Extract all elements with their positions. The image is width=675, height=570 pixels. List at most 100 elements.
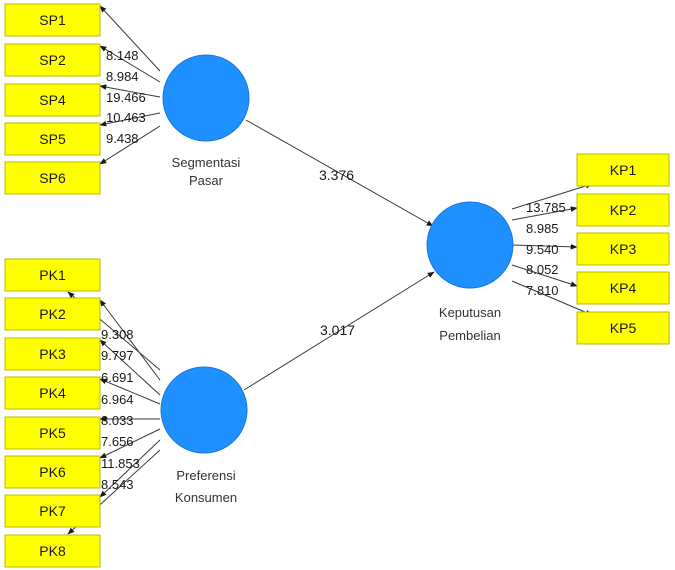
outer-weight-label: 6.964 — [101, 392, 134, 407]
loading-edge — [511, 280, 593, 316]
indicator-box[interactable] — [4, 494, 101, 528]
loading-edge — [99, 125, 161, 165]
indicator-label: KP2 — [610, 202, 637, 218]
indicator-box[interactable] — [4, 376, 101, 410]
indicator-box[interactable] — [4, 122, 101, 156]
indicator-sp4[interactable]: SP4 — [4, 83, 101, 117]
loading-edge — [511, 264, 578, 287]
outer-weight-label: 10.463 — [106, 110, 146, 125]
construct-circle[interactable] — [426, 201, 514, 289]
loading-edge — [99, 112, 161, 127]
indicator-label: KP4 — [610, 280, 637, 296]
loading-edge — [99, 428, 161, 459]
indicator-sp6[interactable]: SP6 — [4, 161, 101, 195]
indicator-box[interactable] — [576, 271, 670, 305]
loading-edge — [99, 84, 161, 98]
indicator-pk8[interactable]: PK8 — [4, 534, 101, 568]
construct-label-line2: Pasar — [189, 173, 224, 188]
construct-label-line1: Segmentasi — [172, 155, 241, 170]
indicator-sp5[interactable]: SP5 — [4, 122, 101, 156]
outer-weight-label: 9.308 — [101, 327, 134, 342]
indicator-label: PK8 — [39, 543, 66, 559]
edges-segmentasi — [99, 5, 161, 165]
indicator-pk2[interactable]: PK2 — [4, 297, 101, 331]
indicator-box[interactable] — [4, 43, 101, 77]
indicator-sp2[interactable]: SP2 — [4, 43, 101, 77]
outer-weight-label: 8.033 — [101, 413, 134, 428]
outer-weight-label: 7.656 — [101, 434, 134, 449]
loading-edge — [511, 183, 593, 210]
indicator-label: SP4 — [39, 92, 66, 108]
outer-weight-label: 7.810 — [526, 283, 559, 298]
outer-weight-label: 8.052 — [526, 262, 559, 277]
loading-edge — [511, 244, 578, 250]
indicator-pk4[interactable]: PK4 — [4, 376, 101, 410]
indicator-sp1[interactable]: SP1 — [4, 3, 101, 37]
indicator-kp3[interactable]: KP3 — [576, 232, 670, 266]
outer-weight-label: 8.543 — [101, 477, 134, 492]
indicator-box[interactable] — [4, 258, 101, 292]
indicator-label: PK3 — [39, 346, 66, 362]
construct-segmentasi-pasar[interactable]: Segmentasi Pasar — [162, 54, 250, 188]
outer-weight-label: 8.148 — [106, 48, 139, 63]
construct-label-line2: Pembelian — [439, 328, 500, 343]
indicator-pk1[interactable]: PK1 — [4, 258, 101, 292]
indicator-box[interactable] — [4, 416, 101, 450]
indicator-box[interactable] — [4, 161, 101, 195]
indicator-label: PK4 — [39, 385, 66, 401]
indicator-label: PK6 — [39, 464, 66, 480]
outer-weight-label: 9.797 — [101, 348, 134, 363]
indicator-box[interactable] — [576, 232, 670, 266]
indicator-kp1[interactable]: KP1 — [576, 153, 670, 187]
construct-label-line2: Konsumen — [175, 490, 237, 505]
loading-edge — [99, 378, 161, 405]
loading-edge — [99, 5, 161, 72]
indicator-label: SP2 — [39, 52, 66, 68]
loading-edge — [99, 45, 161, 83]
loading-edge — [99, 299, 161, 381]
indicator-label: PK7 — [39, 503, 66, 519]
loading-edge — [99, 339, 161, 396]
construct-label-line1: Keputusan — [439, 305, 501, 320]
indicator-kp5[interactable]: KP5 — [576, 311, 670, 345]
construct-keputusan-pembelian[interactable]: Keputusan Pembelian — [426, 201, 514, 343]
indicator-box[interactable] — [4, 455, 101, 489]
path-coef-segmentasi: 3.376 — [319, 167, 354, 183]
indicator-box[interactable] — [4, 534, 101, 568]
indicator-pk7[interactable]: PK7 — [4, 494, 101, 528]
construct-preferensi-konsumen[interactable]: Preferensi Konsumen — [160, 366, 248, 505]
indicator-box[interactable] — [4, 3, 101, 37]
outer-weight-label: 9.540 — [526, 242, 559, 257]
outer-weight-label: 13.785 — [526, 200, 566, 215]
construct-label-line1: Preferensi — [176, 468, 235, 483]
path-preferensi-to-keputusan — [243, 271, 435, 391]
indicator-label: SP6 — [39, 170, 66, 186]
outer-weight-label: 6.691 — [101, 370, 134, 385]
construct-circle[interactable] — [160, 366, 248, 454]
indicator-box[interactable] — [4, 337, 101, 371]
indicator-pk6[interactable]: PK6 — [4, 455, 101, 489]
indicator-box[interactable] — [576, 311, 670, 345]
indicator-label: PK2 — [39, 306, 66, 322]
indicator-kp2[interactable]: KP2 — [576, 193, 670, 227]
indicator-box[interactable] — [576, 153, 670, 187]
indicator-kp4[interactable]: KP4 — [576, 271, 670, 305]
indicator-box[interactable] — [4, 297, 101, 331]
indicator-label: PK1 — [39, 267, 66, 283]
indicator-pk3[interactable]: PK3 — [4, 337, 101, 371]
indicator-label: KP1 — [610, 162, 637, 178]
indicator-label: PK5 — [39, 425, 66, 441]
indicator-box[interactable] — [4, 83, 101, 117]
construct-circle[interactable] — [162, 54, 250, 142]
weights-preferensi: 9.3089.7976.6916.9648.0337.65611.8538.54… — [101, 327, 140, 492]
indicator-pk5[interactable]: PK5 — [4, 416, 101, 450]
indicator-label: KP3 — [610, 241, 637, 257]
outer-weight-label: 19.466 — [106, 90, 146, 105]
indicator-box[interactable] — [576, 193, 670, 227]
indicator-label: SP5 — [39, 131, 66, 147]
